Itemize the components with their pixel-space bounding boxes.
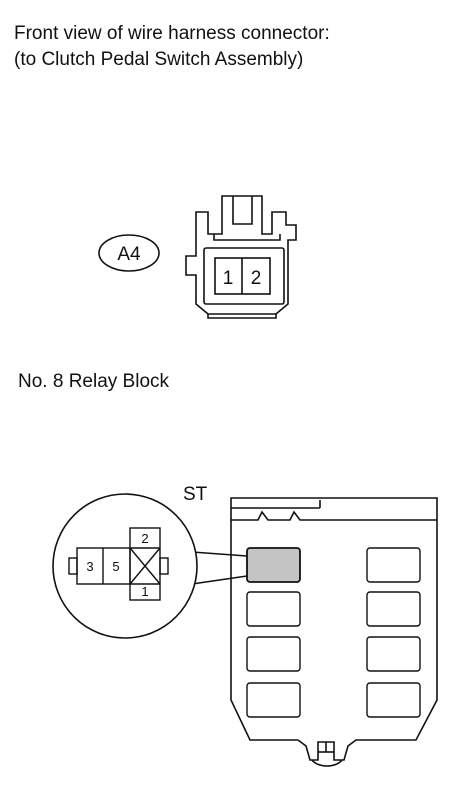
relay-socket — [246, 591, 301, 627]
relay-st-socket — [246, 547, 301, 583]
relay-sockets-left — [246, 547, 301, 718]
relay-detail-pin-5: 5 — [112, 559, 119, 574]
relay-socket — [366, 591, 421, 627]
relay-socket — [246, 682, 301, 718]
relay-detail-pin-2: 2 — [141, 531, 148, 546]
relay-sockets-right — [366, 547, 421, 718]
relay-socket — [366, 682, 421, 718]
relay-detail-callout — [52, 493, 248, 639]
callout-leader-top — [191, 551, 248, 557]
connector-pin-2: 2 — [251, 268, 262, 289]
connector-title-line1: Front view of wire harness connector: — [14, 23, 330, 44]
relay-socket — [366, 636, 421, 672]
relay-block-outline — [230, 497, 438, 767]
connector-title-line2: (to Clutch Pedal Switch Assembly) — [14, 49, 304, 70]
connector-id-label: A4 — [117, 244, 141, 265]
connector-id-ellipse — [98, 234, 160, 272]
relay-detail-pin-3: 3 — [86, 559, 93, 574]
connector-pin-1: 1 — [223, 268, 234, 289]
connector-a4-body — [185, 195, 297, 319]
callout-leader-bottom — [191, 575, 248, 585]
relay-detail-pin-1: 1 — [141, 584, 148, 599]
relay-detail-connector — [68, 527, 169, 601]
relay-socket — [246, 636, 301, 672]
relay-socket — [366, 547, 421, 583]
connector-a4-callout: A4 — [98, 234, 160, 272]
callout-circle — [52, 493, 198, 639]
relay-st-label: ST — [183, 484, 208, 505]
relay-block-title: No. 8 Relay Block — [18, 371, 170, 392]
